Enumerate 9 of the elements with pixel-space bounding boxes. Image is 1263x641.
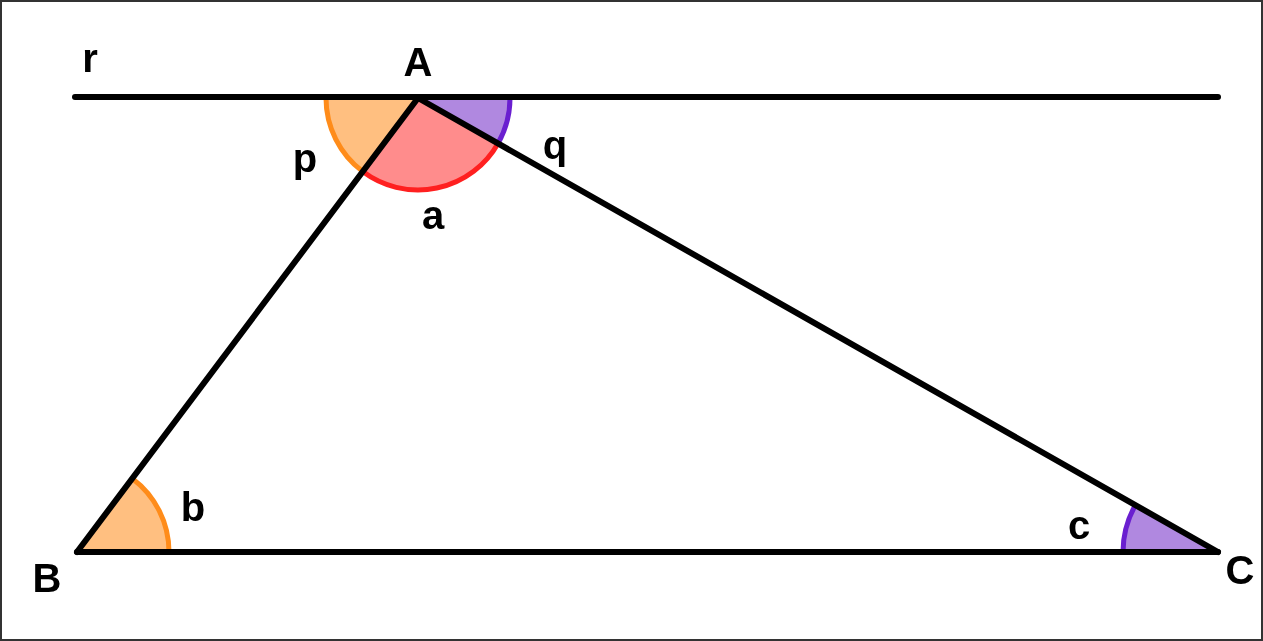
- angle-label: a: [421, 195, 445, 235]
- angle-label: q: [542, 125, 568, 165]
- vertex-label: A: [403, 42, 433, 82]
- angle-label: c: [1067, 505, 1091, 545]
- vertex-label: B: [32, 558, 62, 598]
- line-label: r: [82, 38, 98, 78]
- angle-label: p: [292, 138, 318, 178]
- angle-label: b: [180, 487, 206, 527]
- vertex-label: C: [1225, 550, 1255, 590]
